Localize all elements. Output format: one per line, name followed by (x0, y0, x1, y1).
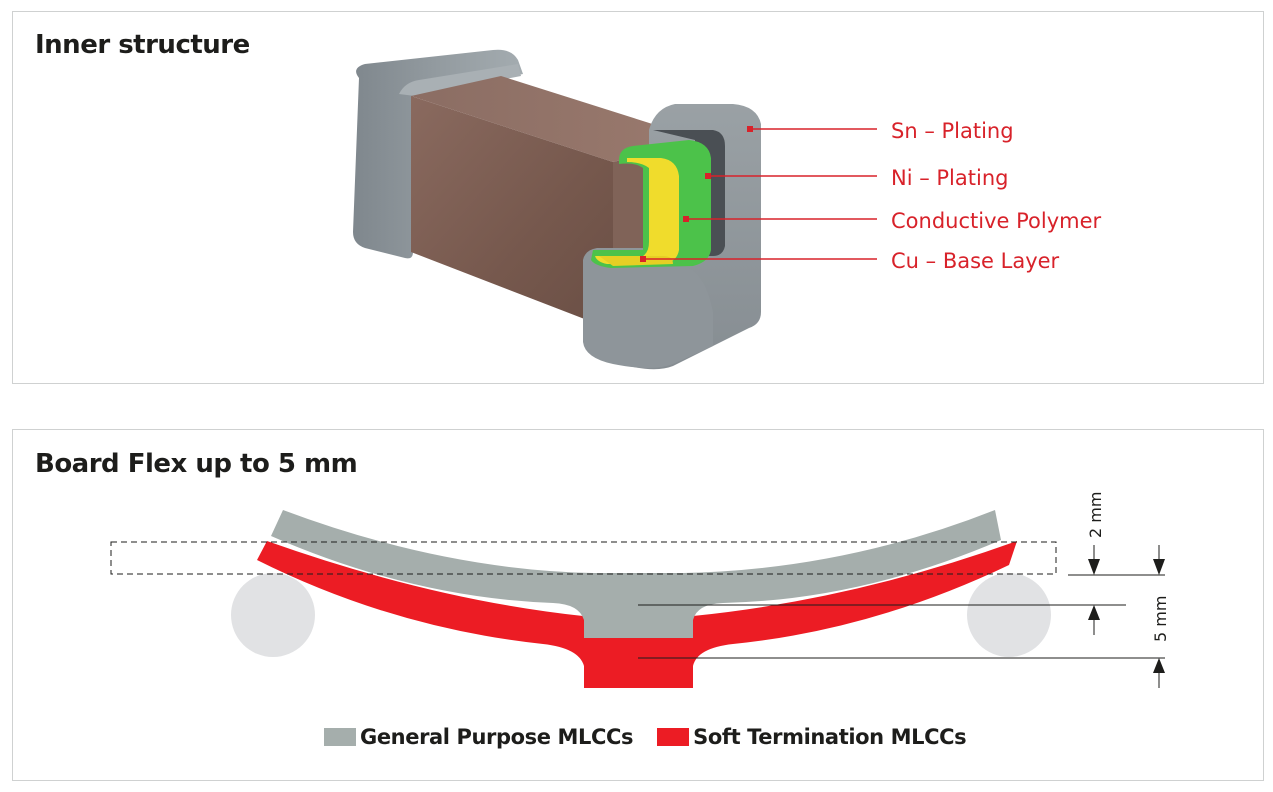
callout-label-ni-plating: Ni – Plating (891, 166, 1008, 190)
board-flex-panel: Board Flex up to 5 mm 2 mm 5 mm (12, 429, 1264, 781)
callout-ni-plating: Ni – Plating (705, 166, 1008, 190)
callout-cu-base-layer: Cu – Base Layer (640, 249, 1060, 273)
dimension-label-2mm: 2 mm (1086, 492, 1105, 538)
left-support-roller (231, 573, 315, 657)
callout-label-sn-plating: Sn – Plating (891, 119, 1014, 143)
left-termination (353, 49, 523, 259)
legend-label: General Purpose MLCCs (360, 725, 634, 749)
right-termination (583, 104, 761, 370)
dimension-label-5mm: 5 mm (1151, 596, 1170, 642)
legend: General Purpose MLCCs Soft Termination M… (324, 725, 990, 749)
callout-conductive-polymer: Conductive Polymer (683, 209, 1101, 233)
inner-structure-title: Inner structure (35, 30, 250, 60)
callout-sn-plating: Sn – Plating (747, 119, 1014, 143)
legend-label: Soft Termination MLCCs (693, 725, 967, 749)
legend-item-soft-termination: Soft Termination MLCCs (657, 725, 967, 749)
inner-structure-panel: Inner structure (12, 11, 1264, 384)
board-flex-diagram: 2 mm 5 mm (110, 492, 1170, 688)
right-support-roller (967, 573, 1051, 657)
general-purpose-board (271, 510, 1001, 638)
dimension-2mm: 2 mm (1086, 492, 1105, 635)
mlcc-cutaway-illustration: Sn – Plating Ni – Plating Conductive Pol… (353, 49, 1101, 370)
dimension-5mm: 5 mm (1151, 545, 1170, 688)
board-flex-title: Board Flex up to 5 mm (35, 449, 358, 479)
legend-swatch-grey (324, 728, 356, 746)
legend-item-general-purpose: General Purpose MLCCs (324, 725, 634, 749)
callout-label-conductive-polymer: Conductive Polymer (891, 209, 1101, 233)
soft-termination-board (257, 541, 1017, 688)
flat-board-reference (110, 541, 1057, 575)
legend-swatch-red (657, 728, 690, 746)
callout-label-cu-base-layer: Cu – Base Layer (891, 249, 1060, 273)
